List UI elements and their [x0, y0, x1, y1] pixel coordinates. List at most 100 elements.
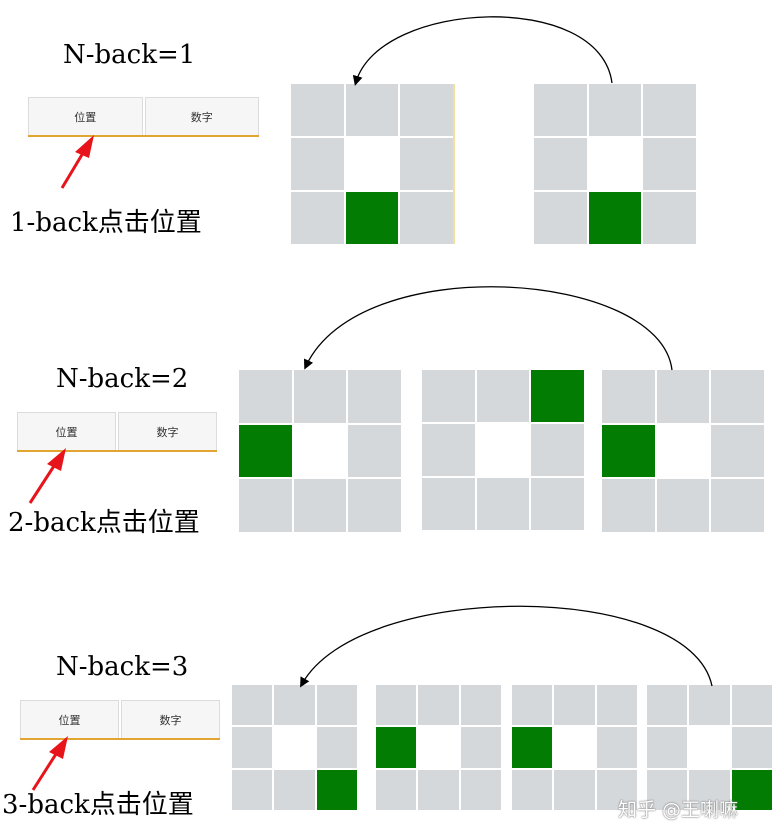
grid-cell — [596, 685, 637, 726]
grid-cell — [422, 370, 475, 422]
active-cell — [239, 424, 292, 478]
grid — [647, 685, 772, 810]
section-1-caption: 1-back点击位置 — [10, 208, 202, 238]
center-cell — [274, 727, 315, 768]
grid-cell — [643, 84, 696, 136]
center-cell — [689, 727, 730, 768]
grid-cell — [232, 685, 273, 726]
active-cell — [345, 192, 399, 244]
center-cell — [345, 138, 399, 190]
grid-cell — [460, 685, 501, 726]
active-cell — [531, 370, 584, 422]
grid-cell — [376, 769, 417, 810]
number-button[interactable]: 数字 — [121, 700, 220, 738]
pointer-arrow-2 — [28, 448, 66, 504]
center-cell — [554, 727, 595, 768]
section-2-caption: 2-back点击位置 — [8, 508, 200, 538]
grid-cell — [239, 479, 292, 532]
grid-cell — [460, 769, 501, 810]
comparison-arrow-3 — [300, 605, 713, 688]
grid-cell — [602, 370, 655, 423]
grid-cell — [239, 370, 292, 423]
center-cell — [588, 138, 642, 190]
grid-cell — [596, 727, 637, 768]
active-cell — [731, 769, 772, 810]
grid-cell — [345, 84, 399, 136]
watermark: 知乎 @王喇嘛 — [618, 799, 739, 821]
active-cell — [316, 769, 357, 810]
grid-cell — [291, 84, 344, 136]
section-3-title: N-back=3 — [56, 652, 189, 682]
grid-cell — [476, 478, 530, 530]
section-3-caption: 3-back点击位置 — [2, 790, 194, 820]
grid-cell — [348, 479, 401, 532]
grid-cell — [274, 769, 315, 810]
grid-cell — [376, 685, 417, 726]
grid-cell — [534, 192, 587, 244]
center-cell — [293, 424, 347, 478]
active-cell — [376, 727, 417, 768]
position-button[interactable]: 位置 — [28, 97, 143, 135]
grid-cell — [731, 685, 772, 726]
section-2-button-bar: 位置 数字 — [17, 412, 217, 452]
position-button[interactable]: 位置 — [20, 700, 119, 738]
position-button[interactable]: 位置 — [17, 412, 116, 450]
section-3-button-bar: 位置 数字 — [20, 700, 220, 740]
grid-cell — [418, 685, 459, 726]
pointer-arrow-3 — [31, 736, 68, 791]
grid-cell — [602, 479, 655, 532]
grid — [232, 685, 357, 810]
center-cell — [418, 727, 459, 768]
grid-cell — [316, 685, 357, 726]
grid-cell — [316, 727, 357, 768]
grid-cell — [588, 84, 642, 136]
grid-cell — [293, 479, 347, 532]
active-cell — [602, 424, 655, 478]
grid-cell — [534, 138, 587, 190]
section-1-title: N-back=1 — [63, 40, 196, 70]
grid-cell — [554, 769, 595, 810]
grid-cell — [232, 769, 273, 810]
comparison-arrow-1 — [352, 16, 613, 86]
center-cell — [656, 424, 710, 478]
grid — [602, 370, 764, 532]
section-2-title: N-back=2 — [56, 364, 189, 394]
grid-cell — [232, 727, 273, 768]
active-cell — [512, 727, 553, 768]
grid-cell — [400, 138, 453, 190]
grid-cell — [534, 84, 587, 136]
grid-cell — [348, 424, 401, 478]
grid-cell — [400, 84, 453, 136]
grid-cell — [647, 727, 688, 768]
grid-cell — [400, 192, 453, 244]
grid — [422, 370, 584, 530]
grid-cell — [656, 479, 710, 532]
section-1-button-bar: 位置 数字 — [28, 97, 259, 137]
grid-cell — [460, 727, 501, 768]
grid-cell — [596, 769, 637, 810]
grid — [239, 370, 401, 532]
grid-cell — [422, 478, 475, 530]
grid-cell — [512, 685, 553, 726]
grid-cell — [731, 727, 772, 768]
active-cell — [588, 192, 642, 244]
grid-cell — [291, 138, 344, 190]
grid-cell — [711, 479, 764, 532]
grid-cell — [418, 769, 459, 810]
comparison-arrow-2 — [304, 286, 673, 371]
grid-cell — [293, 370, 347, 423]
number-button[interactable]: 数字 — [144, 97, 259, 135]
grid-cell — [643, 138, 696, 190]
grid — [376, 685, 501, 810]
grid-cell — [647, 685, 688, 726]
grid-cell — [647, 769, 688, 810]
grid-cell — [512, 769, 553, 810]
grid-cell — [476, 370, 530, 422]
grid — [534, 84, 696, 244]
grid-cell — [274, 685, 315, 726]
grid — [291, 84, 453, 244]
grid-cell — [531, 478, 584, 530]
number-button[interactable]: 数字 — [118, 412, 217, 450]
grid-cell — [554, 685, 595, 726]
grid — [512, 685, 637, 810]
